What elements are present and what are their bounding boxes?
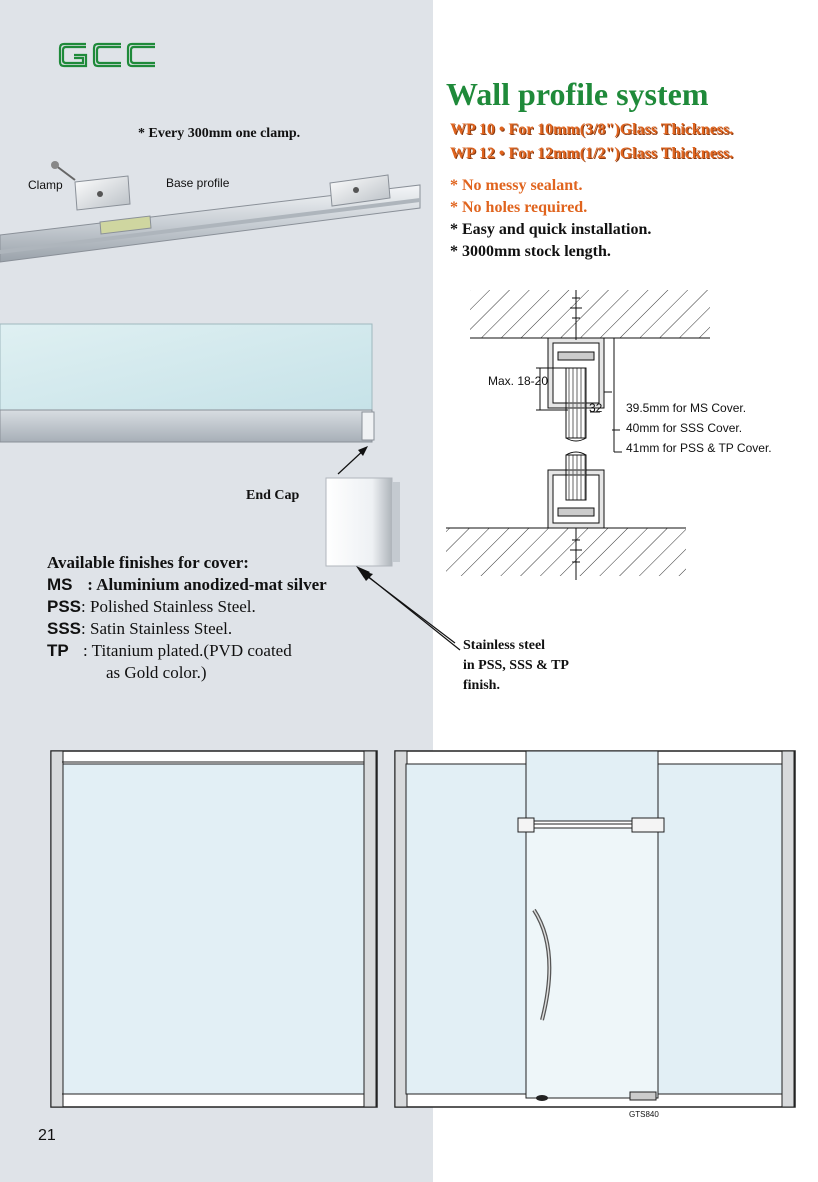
finish-code: MS [47,575,73,594]
cover-sss: 40mm for SSS Cover. [626,421,742,435]
fixed-glass-frame [50,750,378,1108]
finish-pss: PSS: Polished Stainless Steel. [47,597,256,617]
stainless-arrow [359,570,456,644]
cover-pss-tp: 41mm for PSS & TP Cover. [626,441,772,455]
end-cap-label: End Cap [246,488,300,503]
finish-desc: : Polished Stainless Steel. [81,597,256,616]
feature-no-holes: * No holes required. [450,199,588,216]
page-number: 21 [38,1127,56,1144]
base-profile-label: Base profile [166,176,230,190]
finish-code: SSS [47,619,82,638]
dim-max: Max. 18-20 [488,374,548,388]
stainless-note-line1: Stainless steel [463,638,546,653]
page-title: Wall profile system [446,76,709,112]
glass-door-frame [394,750,796,1108]
clamp-note: * Every 300mm one clamp. [138,126,301,141]
spec-wp12: WP 12 • For 12mm(1/2")Glass Thickness. [450,145,734,162]
finishes-heading: Available finishes for cover: [47,553,249,572]
cover-ms: 39.5mm for MS Cover. [626,401,746,415]
finish-tp-continued: as Gold color.) [106,663,207,682]
glass-panel-illustration [0,323,461,651]
base-profile-illustration [0,161,421,263]
finish-tp: TP : Titanium plated.(PVD coated [47,641,292,661]
gcc-logo [58,40,158,75]
stainless-note-line3: finish. [463,678,500,693]
finish-sss: SSS: Satin Stainless Steel. [47,619,232,639]
fixture-code-label: GTS840 [629,1110,659,1119]
feature-no-sealant: * No messy sealant. [450,177,583,194]
finish-code: PSS [47,597,82,616]
finish-desc: : Aluminium anodized-mat silver [87,575,327,594]
stainless-note-line2: in PSS, SSS & TP [463,658,569,673]
spec-wp10: WP 10 • For 10mm(3/8")Glass Thickness. [450,121,734,138]
finish-desc: : Satin Stainless Steel. [81,619,233,638]
dim-32: 32 [589,401,603,415]
feature-stock-length: * 3000mm stock length. [450,243,611,260]
finish-ms: MS : Aluminium anodized-mat silver [47,575,327,595]
cross-section-drawing: Max. 18-20 32 39.5mm for MS Cover. 40mm … [446,290,772,580]
finish-code: TP [47,641,69,660]
finish-desc: : Titanium plated.(PVD coated [83,641,292,660]
clamp-label: Clamp [28,178,63,192]
feature-easy-installation: * Easy and quick installation. [450,221,652,238]
